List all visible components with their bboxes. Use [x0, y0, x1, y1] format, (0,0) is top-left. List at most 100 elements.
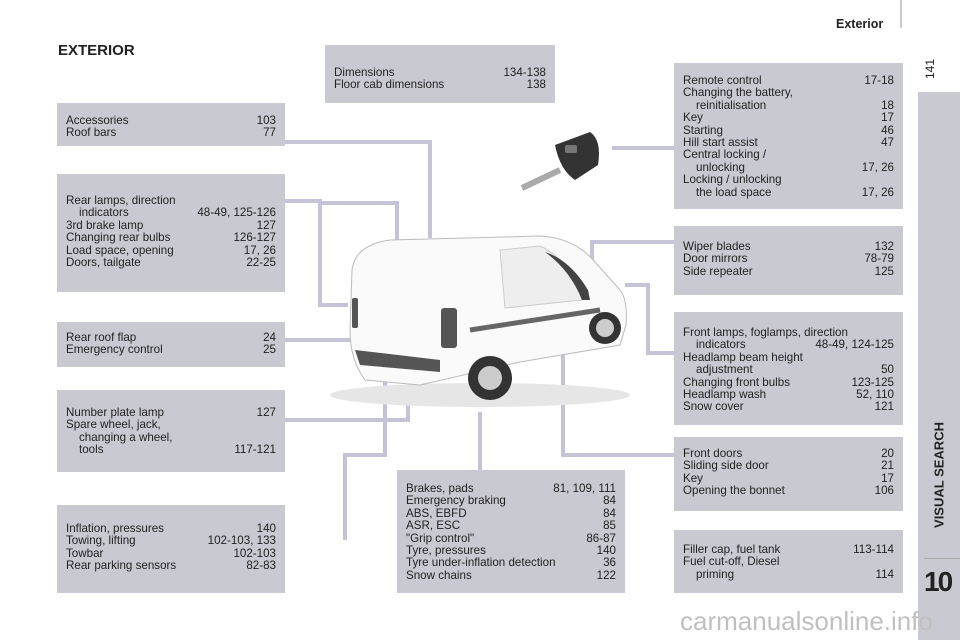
- entry-label: 3rd brake lamp: [66, 218, 144, 232]
- entry-label: Filler cap, fuel tank: [683, 543, 781, 556]
- index-entry[interactable]: Emergency control 25: [66, 343, 276, 357]
- entry-pages: 134-138: [503, 66, 546, 79]
- entry-label: Front lamps, foglamps, direction: [683, 326, 848, 339]
- entry-label: Hill start assist: [683, 136, 758, 150]
- entry-label: Wiper blades: [683, 240, 751, 253]
- entry-label: Door mirrors: [683, 252, 748, 266]
- index-entry[interactable]: Spare wheel, jack,: [66, 418, 276, 431]
- entry-pages: 125: [874, 264, 894, 278]
- index-entry[interactable]: Fuel cut-off, Diesel: [683, 555, 894, 568]
- index-entry[interactable]: Brakes, pads 81, 109, 111: [406, 482, 616, 495]
- entry-label: Brakes, pads: [406, 482, 474, 495]
- entry-label: Floor cab dimensions: [334, 78, 445, 92]
- index-entry[interactable]: Changing the battery,: [683, 86, 894, 99]
- index-entry[interactable]: changing a wheel,: [66, 430, 276, 444]
- index-entry[interactable]: Front lamps, foglamps, direction: [683, 326, 894, 339]
- entry-label: Front doors: [683, 447, 743, 460]
- entry-pages: 77: [263, 126, 276, 140]
- entry-label: Changing front bulbs: [683, 375, 790, 389]
- page-title: EXTERIOR: [58, 42, 135, 59]
- index-entry[interactable]: Locking / unlocking: [683, 173, 894, 187]
- entry-label: changing a wheel,: [79, 430, 173, 444]
- entry-pages: 82-83: [246, 559, 276, 573]
- entry-pages: 81, 109, 111: [553, 482, 616, 495]
- entry-pages: 21: [881, 459, 894, 473]
- entry-label: Sliding side door: [683, 459, 769, 473]
- entry-pages: 48-49, 125-126: [197, 206, 276, 220]
- entry-pages: 102-103, 133: [207, 534, 276, 548]
- index-entry[interactable]: Sliding side door 21: [683, 459, 894, 473]
- index-entry[interactable]: Headlamp beam height: [683, 351, 894, 364]
- entry-label: "Grip control": [406, 531, 475, 545]
- entry-label: Locking / unlocking: [683, 173, 782, 187]
- entry-label: Emergency control: [66, 343, 163, 357]
- entry-label: Changing rear bulbs: [66, 231, 171, 245]
- index-entry[interactable]: Side repeater 125: [683, 264, 894, 278]
- index-entry[interactable]: Central locking /: [683, 149, 894, 162]
- index-entry[interactable]: "Grip control"86-87: [406, 531, 616, 545]
- index-entry[interactable]: Rear lamps, direction: [66, 194, 276, 207]
- entry-label: Key: [683, 111, 703, 125]
- entry-label: the load space: [696, 185, 772, 199]
- entry-label: Doors, tailgate: [66, 256, 141, 270]
- entry-pages: 126-127: [233, 231, 276, 245]
- section-header: Exterior: [836, 17, 884, 31]
- entry-pages: 18: [881, 98, 894, 112]
- chapter-tab[interactable]: [918, 92, 960, 640]
- index-entry[interactable]: Changing rear bulbs 126-127: [66, 231, 276, 245]
- entry-pages: 50: [881, 363, 894, 377]
- entry-pages: 24: [263, 331, 276, 344]
- entry-pages: 25: [263, 343, 276, 357]
- chapter-tab-divider: [924, 558, 960, 559]
- entry-label: Side repeater: [683, 264, 753, 278]
